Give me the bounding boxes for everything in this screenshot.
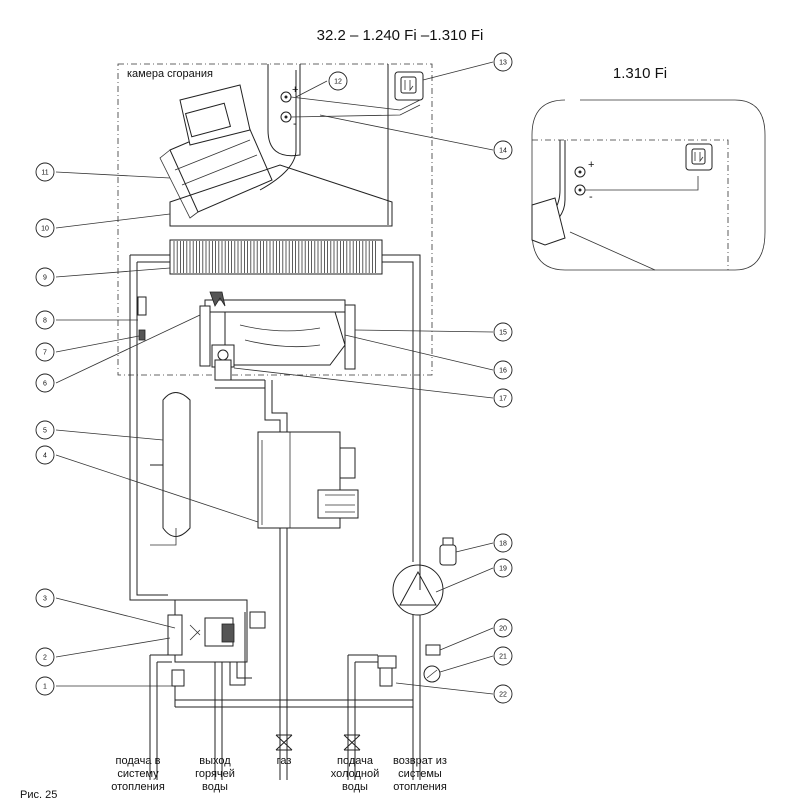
cold-water-line2: холодной bbox=[331, 768, 379, 780]
diverter-assembly bbox=[167, 599, 266, 687]
callout-number: 16 bbox=[499, 368, 507, 375]
callout-15: 15 bbox=[493, 322, 513, 342]
ignition-electrode bbox=[138, 329, 146, 341]
heating-supply-line2: системy bbox=[117, 768, 159, 780]
figure-label: Рис. 25 bbox=[20, 789, 57, 800]
heating-supply-line1: подача в bbox=[116, 755, 161, 767]
callout-4: 4 bbox=[35, 445, 55, 465]
callout-3: 3 bbox=[35, 588, 55, 608]
hood bbox=[169, 164, 393, 227]
callouts bbox=[55, 61, 494, 695]
gas-manifold bbox=[211, 344, 235, 381]
chamber-label: камера сгорания bbox=[127, 68, 213, 80]
callout-number: 17 bbox=[499, 396, 507, 403]
water-pipes bbox=[129, 254, 421, 780]
callout-18: 18 bbox=[493, 533, 513, 553]
gas-valve bbox=[257, 431, 359, 529]
heating-supply-line3: отопления bbox=[111, 781, 165, 793]
expansion-vessel bbox=[162, 392, 191, 537]
callout-number: 11 bbox=[41, 170, 48, 177]
safety-valve bbox=[425, 644, 441, 656]
callout-2: 2 bbox=[35, 647, 55, 667]
callout-10: 10 bbox=[35, 218, 55, 238]
hot-water-line1: выход bbox=[199, 755, 231, 767]
callout-number: 15 bbox=[499, 330, 507, 337]
callout-6: 6 bbox=[35, 373, 55, 393]
bottom-labels: подача в системy отопления выход горячей… bbox=[20, 755, 447, 800]
minus-sign: - bbox=[293, 118, 297, 130]
diagram-title: 32.2 – 1.240 Fi –1.310 Fi bbox=[317, 27, 484, 44]
callout-number: 3 bbox=[43, 596, 47, 603]
callout-20: 20 bbox=[493, 618, 513, 638]
callout-13: 13 bbox=[493, 52, 513, 72]
callout-16: 16 bbox=[493, 360, 513, 380]
fan-assembly bbox=[159, 84, 273, 219]
callout-number: 10 bbox=[41, 226, 49, 233]
callout-number: 4 bbox=[43, 453, 47, 460]
callout-21: 21 bbox=[493, 646, 513, 666]
callout-number: 18 bbox=[499, 541, 507, 548]
callout-8: 8 bbox=[35, 310, 55, 330]
callout-11: 11 bbox=[35, 162, 55, 182]
gas-label: газ bbox=[277, 755, 292, 767]
callout-number: 12 bbox=[334, 79, 342, 86]
pressure-switch bbox=[394, 71, 424, 101]
callout-number: 2 bbox=[43, 655, 47, 662]
callout-number: 8 bbox=[43, 318, 47, 325]
callout-7: 7 bbox=[35, 342, 55, 362]
combustion-chamber-boundary bbox=[117, 63, 433, 376]
callout-number: 9 bbox=[43, 275, 47, 282]
inset-1310fi: 1.310 Fi + - bbox=[531, 65, 766, 271]
callout-5: 5 bbox=[35, 420, 55, 440]
callout-12: 12 bbox=[328, 71, 348, 91]
callout-9: 9 bbox=[35, 267, 55, 287]
plus-sign: + bbox=[292, 84, 298, 96]
heat-exchanger bbox=[169, 239, 383, 275]
callout-17: 17 bbox=[493, 388, 513, 408]
hot-water-line3: воды bbox=[202, 781, 228, 793]
burner bbox=[199, 291, 356, 370]
cold-water-line3: воды bbox=[342, 781, 368, 793]
heating-return-line1: возврат из bbox=[393, 755, 447, 767]
callout-number: 19 bbox=[499, 566, 507, 573]
callout-number: 13 bbox=[499, 60, 507, 67]
callout-number: 7 bbox=[43, 350, 47, 357]
callout-22: 22 bbox=[493, 684, 513, 704]
callout-number: 20 bbox=[499, 626, 507, 633]
gas-tap-icon bbox=[275, 734, 293, 751]
filling-tap bbox=[377, 655, 397, 687]
callout-14: 14 bbox=[493, 140, 513, 160]
callout-number: 22 bbox=[499, 692, 507, 699]
circulation-pump bbox=[392, 537, 457, 616]
callout-number: 21 bbox=[499, 654, 507, 661]
cold-water-tap-icon bbox=[343, 734, 361, 751]
callout-1: 1 bbox=[35, 676, 55, 696]
callout-number: 14 bbox=[499, 148, 507, 155]
flue-duct bbox=[267, 64, 301, 157]
callout-number: 6 bbox=[43, 381, 47, 388]
heating-return-line3: отопления bbox=[393, 781, 447, 793]
heating-return-line2: системы bbox=[398, 768, 442, 780]
inset-plus-sign: + bbox=[588, 159, 594, 171]
inset-minus-sign: - bbox=[589, 191, 593, 203]
hot-water-line2: горячей bbox=[195, 768, 235, 780]
cold-water-line1: подача bbox=[337, 755, 374, 767]
callout-number: 1 bbox=[43, 684, 47, 691]
overheat-thermostat bbox=[137, 296, 147, 316]
inset-title: 1.310 Fi bbox=[613, 65, 667, 82]
callout-number: 5 bbox=[43, 428, 47, 435]
callout-19: 19 bbox=[493, 558, 513, 578]
